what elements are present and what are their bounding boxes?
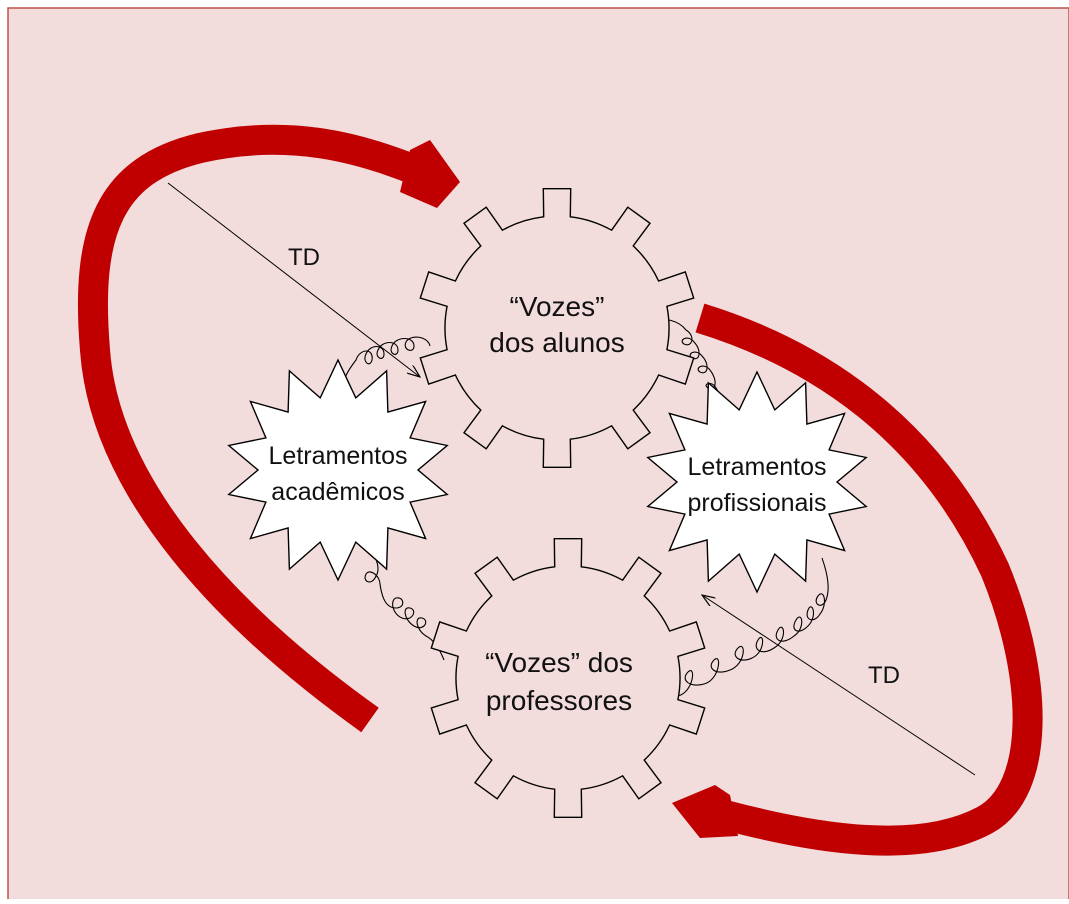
coil-academic-teachers: [364, 547, 445, 661]
coil-students-professional: [644, 318, 731, 419]
left-cycle-arrow: [77, 124, 460, 733]
td-top-arrow: [167, 182, 420, 377]
coil-professional-teachers: [659, 557, 829, 707]
star-academic-label-line1: Letramentos: [269, 442, 408, 470]
gear-students-label-line2: dos alunos: [489, 327, 624, 358]
coil-students-academic: [341, 336, 431, 401]
star-professional-label-line1: Letramentos: [688, 453, 827, 481]
star-academic-literacies: [227, 358, 449, 582]
gear-teachers-label-line1: “Vozes” dos: [485, 647, 633, 678]
gear-teachers-voices: [430, 538, 706, 818]
star-professional-label-line2: profissionais: [688, 489, 827, 517]
star-academic-label-line2: acadêmicos: [271, 478, 404, 506]
td-bottom-arrow: [702, 595, 976, 776]
star-professional-literacies: [646, 370, 868, 594]
gear-students-voices: [419, 188, 695, 468]
td-top-label: TD: [288, 244, 320, 271]
right-cycle-arrow: [672, 303, 1043, 856]
gear-students-label-line1: “Vozes”: [510, 291, 605, 322]
td-bottom-label: TD: [868, 662, 900, 689]
gear-teachers-label-line2: professores: [486, 685, 632, 716]
